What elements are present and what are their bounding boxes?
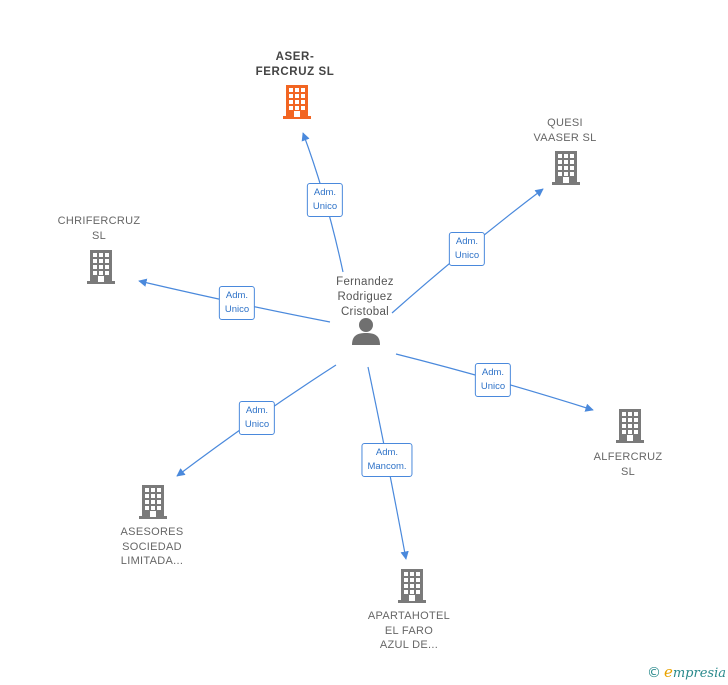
company-label-chrifercruz[interactable]: CHRIFERCRUZ SL [58, 214, 141, 243]
person-name-line: Cristobal [340, 306, 390, 318]
company-label-alfercruz[interactable]: ALFERCRUZ SL [594, 450, 663, 479]
edge-label-line: Adm. [481, 367, 505, 378]
person-name-line: Fernandez [336, 276, 394, 288]
company-label-line: ASER- [275, 51, 315, 63]
edge-label-line: Unico [312, 201, 338, 212]
building-icon[interactable] [551, 150, 581, 191]
edge-label-line: Adm. [225, 290, 249, 301]
company-label-line: ASESORES [120, 526, 184, 538]
company-label-line: EL FARO [384, 624, 434, 637]
company-label-line: LIMITADA... [120, 555, 184, 567]
edge-label-quesi-vaaser[interactable]: Adm. Unico [448, 232, 486, 266]
copyright-icon: © [646, 665, 661, 681]
person-name-line: Rodriguez [337, 291, 393, 303]
building-icon[interactable] [615, 408, 645, 449]
company-label-line: CHRIFERCRUZ [57, 215, 141, 227]
empresia-logo: ©empresia [646, 663, 726, 681]
company-label-aser-fercruz[interactable]: ASER- FERCRUZ SL [256, 50, 335, 79]
edge-label-line: Unico [480, 381, 506, 392]
edge-label-line: Adm. [455, 236, 479, 247]
edge-label-line: Unico [454, 250, 480, 261]
company-label-line: APARTAHOTEL [367, 610, 451, 622]
company-label-line: SL [91, 229, 107, 242]
edge-label-line: Adm. [375, 447, 399, 458]
edge-label-line: Unico [224, 304, 250, 315]
edge-label-line: Unico [244, 419, 270, 430]
company-label-line: SL [620, 465, 636, 478]
building-icon[interactable] [138, 484, 168, 525]
edge-label-asesores[interactable]: Adm. Unico [238, 401, 276, 435]
edge-label-chrifercruz[interactable]: Adm. Unico [218, 286, 256, 320]
company-label-line: AZUL DE... [379, 639, 439, 651]
edge-label-apartahotel[interactable]: Adm. Mancom. [361, 443, 413, 477]
edge-label-line: Adm. [313, 187, 337, 198]
company-label-apartahotel[interactable]: APARTAHOTEL EL FARO AZUL DE... [368, 609, 450, 653]
building-icon[interactable] [282, 84, 312, 125]
company-label-line: VAASER SL [533, 131, 597, 144]
company-label-line: QUESI [547, 117, 583, 129]
company-label-line: FERCRUZ SL [255, 65, 335, 78]
company-label-quesi-vaaser[interactable]: QUESI VAASER SL [533, 116, 596, 145]
building-icon[interactable] [397, 568, 427, 609]
company-label-line: SOCIEDAD [122, 540, 182, 553]
edge-label-line: Adm. [245, 405, 269, 416]
company-label-line: ALFERCRUZ [593, 451, 663, 463]
person-icon[interactable] [351, 316, 381, 351]
building-icon[interactable] [86, 249, 116, 290]
company-label-asesores[interactable]: ASESORES SOCIEDAD LIMITADA... [121, 525, 184, 569]
edge-label-alfercruz[interactable]: Adm. Unico [474, 363, 512, 397]
edge-label-aser-fercruz[interactable]: Adm. Unico [306, 183, 344, 217]
edge-label-line: Mancom. [367, 461, 407, 472]
